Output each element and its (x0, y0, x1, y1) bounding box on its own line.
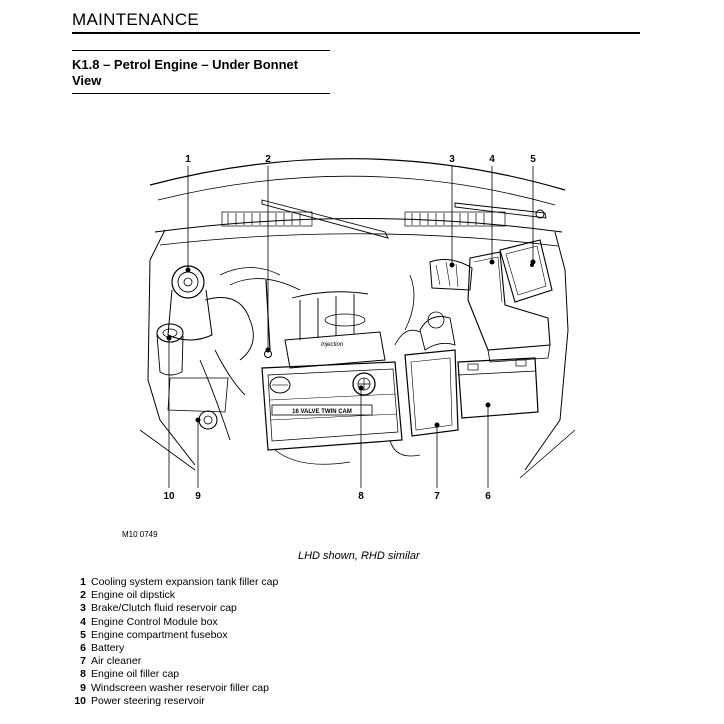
wiper-arm-right (454, 202, 547, 219)
power-steering-reservoir-drawing (156, 323, 184, 376)
radiator-hoses (219, 267, 301, 291)
legend-text: Windscreen washer reservoir filler cap (91, 681, 269, 694)
section-title-line1: K1.8 – Petrol Engine – Under Bonnet (72, 57, 299, 72)
legend-number: 5 (80, 628, 86, 641)
legend-text: Battery (91, 642, 125, 655)
legend-number: 4 (80, 615, 86, 628)
list-item: 10 Power steering reservoir (74, 695, 404, 708)
legend-text: Cooling system expansion tank filler cap (91, 576, 279, 588)
figure-caption: LHD shown, RHD similar (298, 550, 420, 562)
list-item: 2 Engine oil dipstick (74, 589, 404, 602)
legend-text: Brake/Clutch fluid reservoir cap (91, 602, 237, 615)
engine-bay-illustration: 16 VALVE TWIN CAM Injection (139, 154, 576, 502)
legend-text: Engine compartment fusebox (91, 628, 228, 641)
header-title: MAINTENANCE (72, 10, 200, 29)
callout-8: 8 (358, 491, 364, 502)
callout-leaders (168, 166, 534, 488)
page-header: MAINTENANCE (72, 8, 640, 34)
legend-number: 2 (80, 589, 86, 602)
bonnet-outline (149, 158, 566, 191)
ecm-box-drawing (467, 251, 551, 363)
air-cleaner-drawing (404, 311, 459, 437)
figure-code: M10 0749 (122, 530, 158, 539)
legend-text: Air cleaner (91, 655, 142, 668)
scuttle-grille-left (221, 211, 313, 227)
legend-list: 1 Cooling system expansion tank filler ca… (74, 576, 404, 708)
intake-manifold-drawing (284, 291, 386, 369)
legend-number: 3 (80, 602, 86, 615)
injection-text: Injection (321, 342, 344, 348)
right-fender-line (519, 429, 576, 479)
callout-6: 6 (485, 491, 491, 502)
section-title-line2: View (72, 73, 102, 88)
callout-1: 1 (185, 154, 191, 165)
left-fender-line (139, 429, 196, 471)
left-wing (147, 229, 196, 466)
callout-4: 4 (489, 154, 495, 165)
callout-10: 10 (163, 491, 175, 502)
section-heading: K1.8 – Petrol Engine – Under Bonnet View (72, 50, 330, 94)
legend-text: Engine oil dipstick (91, 589, 176, 602)
legend-text: Engine oil filler cap (91, 668, 180, 681)
brake-reservoir-drawing (404, 259, 473, 331)
legend-number: 1 (80, 576, 86, 588)
list-item: 1 Cooling system expansion tank filler ca… (74, 576, 404, 589)
legend-number: 10 (74, 694, 86, 707)
list-item: 8 Engine oil filler cap (74, 668, 404, 681)
scuttle-panel-lower (159, 233, 559, 247)
right-wing (524, 231, 569, 471)
callout-9: 9 (195, 491, 201, 502)
callout-7: 7 (434, 491, 440, 502)
legend-text: Power steering reservoir (91, 694, 205, 707)
engine-harness (274, 329, 421, 465)
coolant-hoses (199, 297, 254, 441)
list-item: 7 Air cleaner (74, 655, 404, 668)
engine-cover-text: 16 VALVE TWIN CAM (292, 409, 352, 415)
list-item: 5 Engine compartment fusebox (74, 629, 404, 642)
legend-number: 6 (80, 642, 86, 655)
wiper-arm-left (261, 199, 389, 239)
callout-3: 3 (449, 154, 455, 165)
bonnet-inner-edge (157, 175, 556, 206)
legend-text: Engine Control Module box (91, 615, 218, 628)
oil-filler-cap-drawing (352, 372, 376, 396)
wiper-pivot (535, 209, 545, 219)
rocker-cover-drawing (261, 361, 403, 451)
callout-dots (166, 259, 536, 428)
fusebox-drawing (499, 239, 553, 303)
legend-number: 8 (80, 668, 86, 681)
list-item: 6 Battery (74, 642, 404, 655)
callout-2: 2 (265, 154, 271, 165)
expansion-tank-drawing (167, 265, 213, 341)
legend-number: 9 (80, 681, 86, 694)
battery-drawing (457, 357, 539, 419)
list-item: 3 Brake/Clutch fluid reservoir cap (74, 602, 404, 615)
list-item: 9 Windscreen washer reservoir filler cap (74, 682, 404, 695)
callout-5: 5 (530, 154, 536, 165)
legend-number: 7 (80, 655, 86, 668)
scuttle-panel (154, 218, 563, 233)
list-item: 4 Engine Control Module box (74, 616, 404, 629)
